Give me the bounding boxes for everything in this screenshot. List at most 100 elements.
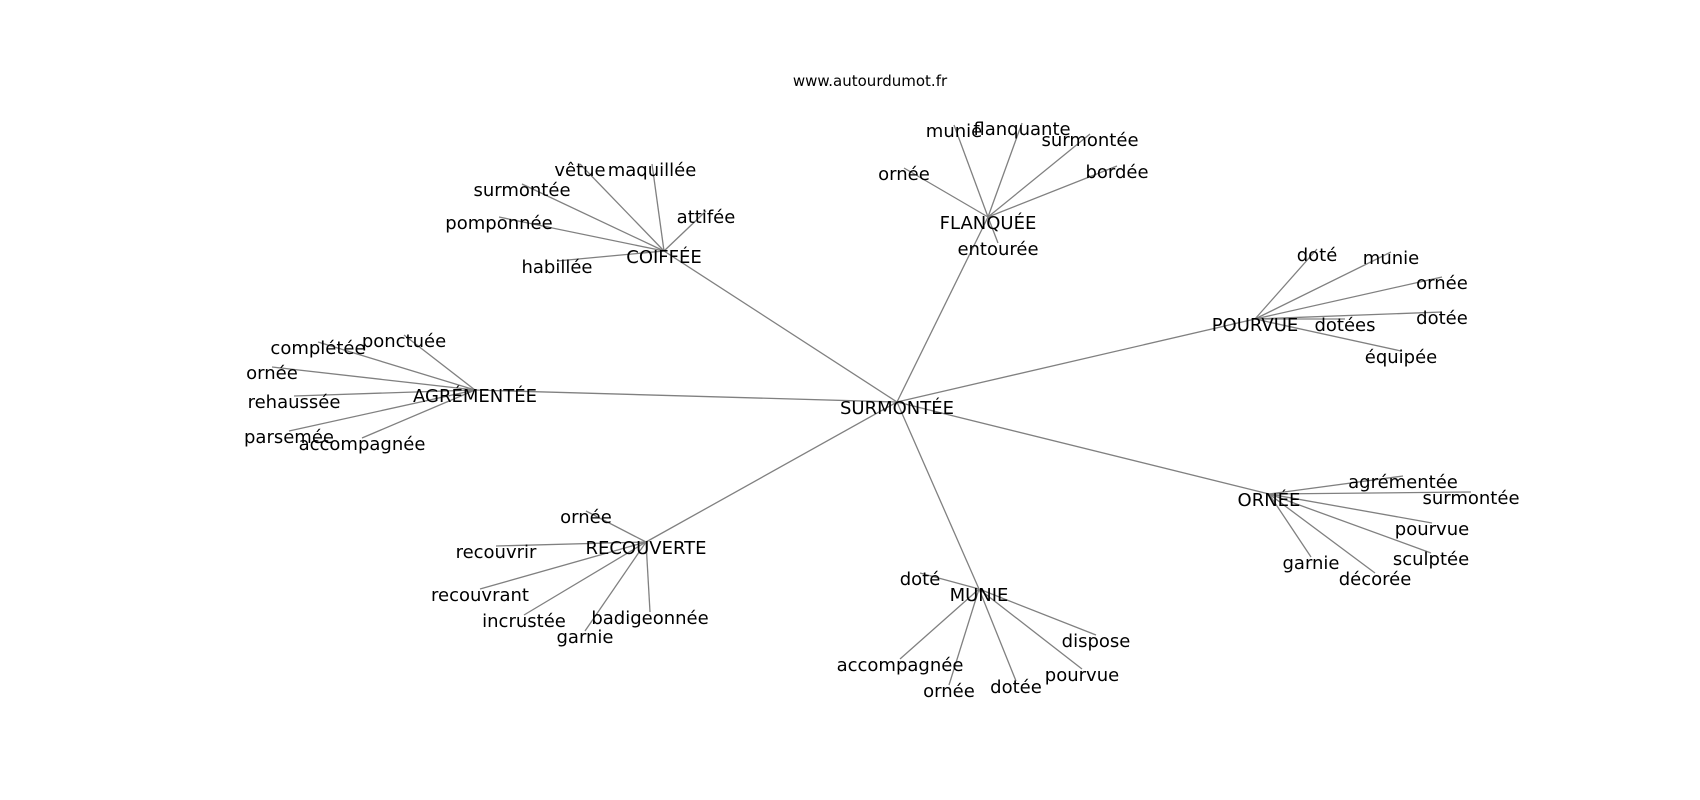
leaf-word[interactable]: surmontée — [473, 180, 570, 201]
leaf-word[interactable]: sculptée — [1393, 549, 1469, 570]
edge-hub-to-leaf — [663, 210, 707, 252]
graph-edges — [271, 122, 1472, 686]
hub-word[interactable]: POURVUE — [1212, 315, 1299, 336]
leaf-word[interactable]: dotée — [990, 677, 1042, 698]
edge-hub-to-leaf — [1254, 248, 1318, 320]
edge-center-to-hub — [896, 318, 1256, 403]
edge-hub-to-leaf — [1254, 318, 1402, 352]
leaf-word[interactable]: accompagnée — [299, 434, 426, 455]
edge-hub-to-leaf — [1268, 475, 1404, 495]
leaf-word[interactable]: garnie — [1282, 553, 1339, 574]
leaf-word[interactable]: ornée — [1416, 273, 1468, 294]
edge-hub-to-leaf — [498, 216, 665, 252]
leaf-word[interactable]: agrémentée — [1348, 472, 1458, 493]
edge-hub-to-leaf — [1254, 311, 1443, 320]
edge-hub-to-leaf — [919, 572, 980, 590]
leaf-word[interactable]: munie — [1363, 248, 1419, 269]
edge-hub-to-leaf — [645, 541, 651, 613]
hub-word[interactable]: AGRÉMENTÉE — [413, 385, 537, 407]
leaf-word[interactable]: ornée — [878, 164, 930, 185]
leaf-word[interactable]: vêtue — [554, 160, 605, 181]
leaf-word[interactable]: dispose — [1062, 631, 1131, 652]
edge-hub-to-leaf — [987, 122, 1023, 218]
leaf-word[interactable]: décorée — [1339, 569, 1412, 590]
leaf-word[interactable]: ornée — [560, 507, 612, 528]
leaf-word[interactable]: ornée — [923, 681, 975, 702]
leaf-word[interactable]: recouvrir — [456, 542, 537, 563]
leaf-word[interactable]: surmontée — [1041, 130, 1138, 151]
center-word[interactable]: SURMONTÉE — [840, 397, 954, 419]
edge-hub-to-leaf — [403, 334, 476, 391]
edge-hub-to-leaf — [495, 541, 647, 547]
edge-hub-to-leaf — [361, 389, 476, 439]
edge-center-to-hub — [474, 389, 898, 403]
edge-hub-to-leaf — [1268, 493, 1432, 554]
edge-hub-to-leaf — [523, 541, 647, 616]
hub-word[interactable]: MUNIE — [950, 585, 1009, 606]
edge-hub-to-leaf — [1268, 493, 1433, 524]
edge-hub-to-leaf — [317, 341, 476, 391]
leaf-word[interactable]: équipée — [1365, 347, 1437, 368]
leaf-word[interactable]: habillée — [521, 257, 592, 278]
leaf-word[interactable]: badigeonnée — [591, 608, 708, 629]
leaf-word[interactable]: rehaussée — [248, 392, 341, 413]
edge-hub-to-leaf — [899, 588, 980, 660]
edge-hub-to-leaf — [1268, 493, 1376, 574]
leaf-word[interactable]: dotée — [1416, 308, 1468, 329]
leaf-word[interactable]: pomponnée — [445, 213, 552, 234]
leaf-word[interactable]: entourée — [957, 239, 1038, 260]
edge-hub-to-leaf — [584, 541, 647, 632]
edge-center-to-hub — [896, 401, 1270, 495]
leaf-word[interactable]: pourvue — [1045, 665, 1119, 686]
edge-center-to-hub — [663, 250, 898, 403]
edge-hub-to-leaf — [978, 588, 1083, 670]
edge-hub-to-leaf — [978, 588, 1017, 682]
leaf-word[interactable]: ponctuée — [362, 331, 446, 352]
edge-hub-to-leaf — [556, 250, 665, 262]
hub-word[interactable]: RECOUVERTE — [585, 538, 706, 559]
edge-hub-to-leaf — [953, 124, 989, 218]
leaf-word[interactable]: garnie — [556, 627, 613, 648]
edge-hub-to-leaf — [579, 163, 665, 252]
leaf-word[interactable]: attifée — [677, 207, 736, 228]
edge-hub-to-leaf — [978, 588, 1097, 636]
leaf-word[interactable]: doté — [1297, 245, 1338, 266]
edge-hub-to-leaf — [521, 183, 665, 252]
edge-hub-to-leaf — [987, 133, 1091, 218]
leaf-word[interactable]: accompagnée — [837, 655, 964, 676]
site-label[interactable]: www.autourdumot.fr — [792, 72, 948, 90]
edge-hub-to-leaf — [1268, 491, 1472, 495]
leaf-word[interactable]: complétée — [270, 338, 365, 359]
edge-center-to-hub — [896, 401, 980, 590]
edge-hub-to-leaf — [987, 216, 999, 244]
edge-center-to-hub — [645, 401, 898, 543]
leaf-word[interactable]: surmontée — [1422, 488, 1519, 509]
leaf-word[interactable]: pourvue — [1395, 519, 1469, 540]
leaf-word[interactable]: parsemée — [244, 427, 334, 448]
edge-hub-to-leaf — [585, 510, 647, 543]
edge-hub-to-leaf — [288, 389, 476, 432]
edge-hub-to-leaf — [1254, 276, 1443, 320]
hub-word[interactable]: COIFFÉE — [626, 246, 702, 268]
leaf-word[interactable]: bordée — [1085, 162, 1148, 183]
leaf-word[interactable]: doté — [900, 569, 941, 590]
leaf-word[interactable]: ornée — [246, 363, 298, 384]
edge-center-to-hub — [896, 216, 989, 403]
edge-hub-to-leaf — [1254, 251, 1392, 320]
leaf-word[interactable]: incrustée — [482, 611, 566, 632]
edge-hub-to-leaf — [271, 366, 476, 391]
leaf-word[interactable]: maquillée — [608, 160, 697, 181]
edge-hub-to-leaf — [987, 165, 1118, 218]
leaf-word[interactable]: recouvrant — [431, 585, 529, 606]
leaf-word[interactable]: munie — [926, 121, 982, 142]
edge-hub-to-leaf — [903, 167, 989, 218]
hub-word[interactable]: ORNÉE — [1238, 489, 1301, 511]
edge-hub-to-leaf — [1268, 493, 1312, 558]
edge-hub-to-leaf — [293, 389, 476, 397]
leaf-word[interactable]: dotées — [1314, 315, 1375, 336]
edge-hub-to-leaf — [479, 541, 647, 590]
hub-word[interactable]: FLANQUÉE — [940, 212, 1037, 234]
leaf-word[interactable]: flanquante — [973, 119, 1070, 140]
